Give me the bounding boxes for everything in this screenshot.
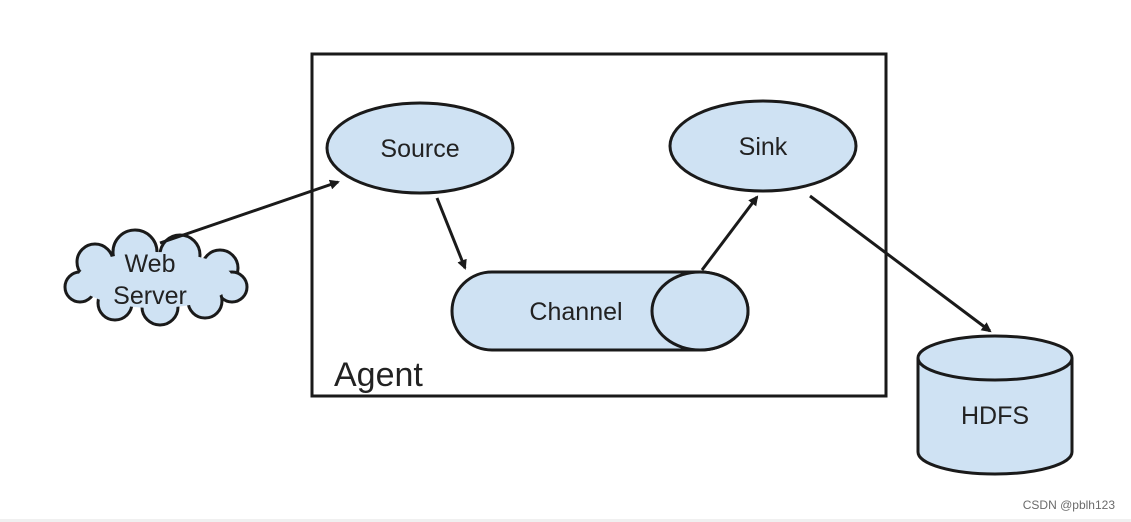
web-server-label-line1: Web: [125, 250, 176, 278]
arrow-source-to-channel: [435, 197, 467, 270]
source-label: Source: [380, 135, 459, 163]
arrow-channel-to-sink: [700, 195, 759, 271]
arrow-webserver-to-source: [159, 179, 340, 245]
sink-label: Sink: [739, 133, 788, 161]
hdfs-node: [916, 358, 1074, 476]
sink-node: [668, 99, 858, 193]
arrow-sink-to-hdfs: [809, 194, 992, 333]
web-server-cloud: [63, 228, 249, 327]
hdfs-label: HDFS: [961, 402, 1029, 430]
web-server-label-line2: Server: [113, 282, 187, 310]
channel-label: Channel: [529, 298, 622, 326]
watermark: CSDN @pblh123: [1022, 498, 1115, 512]
agent-box: [310, 52, 888, 398]
bottom-divider: [0, 519, 1131, 522]
channel-end-cap: [650, 270, 750, 352]
hdfs-top-cap: [916, 334, 1074, 382]
source-node: [325, 101, 515, 195]
agent-label: Agent: [334, 356, 423, 394]
